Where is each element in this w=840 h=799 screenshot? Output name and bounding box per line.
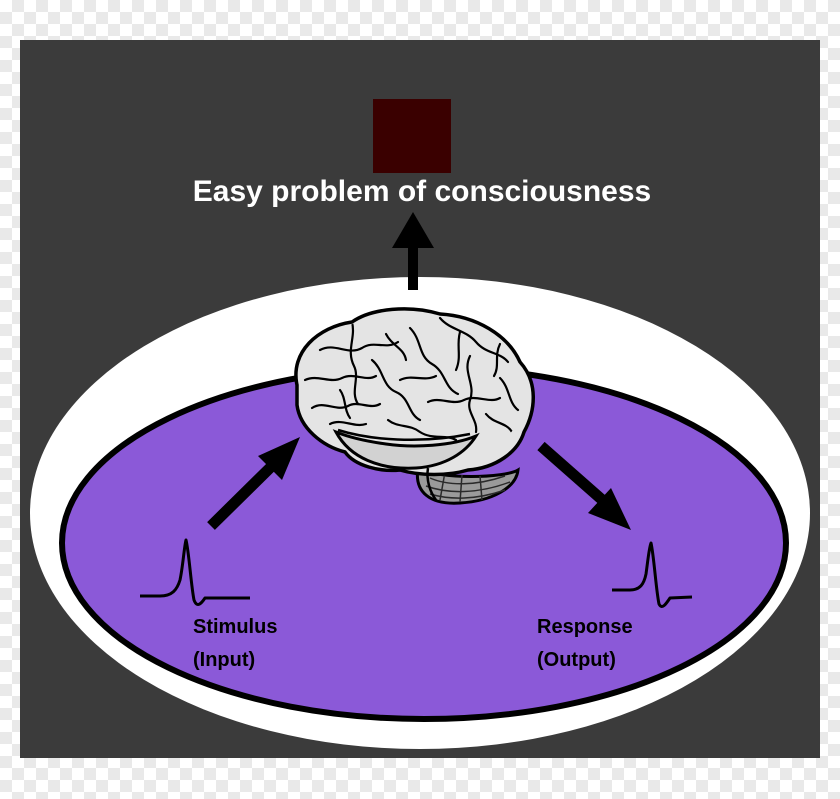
arrow-response-icon	[537, 441, 631, 530]
response-label: Response	[537, 616, 633, 638]
input-label: (Input)	[193, 649, 255, 671]
arrow-up-icon	[392, 212, 434, 290]
brain-icon	[294, 307, 535, 505]
output-label: (Output)	[537, 649, 616, 671]
spike-waveform-icon	[140, 538, 250, 606]
spike-waveform-icon	[612, 541, 693, 608]
stimulus-label: Stimulus	[193, 616, 277, 638]
page-title: Easy problem of consciousness	[193, 175, 651, 208]
qualia-square	[373, 99, 451, 173]
arrow-stimulus-icon	[207, 437, 300, 530]
